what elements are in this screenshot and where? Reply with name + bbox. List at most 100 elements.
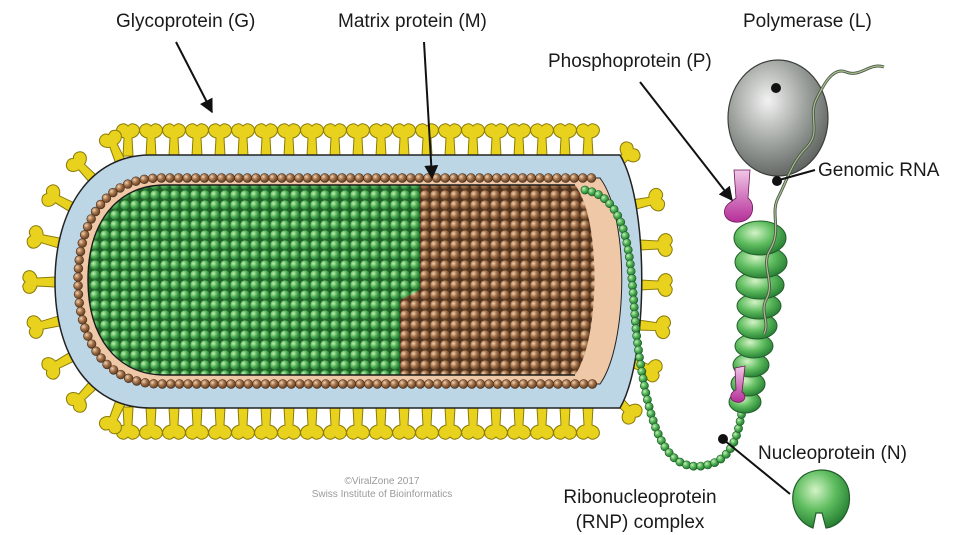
matrix-bead (78, 239, 87, 248)
polymerase-label: Polymerase (L) (743, 11, 872, 32)
matrix-bead (536, 380, 545, 389)
glycoprotein-spike (508, 407, 531, 439)
matrix-bead (303, 174, 312, 183)
matrix-bead (132, 377, 141, 386)
matrix-bead (277, 174, 286, 183)
nucleoprotein-unit (793, 470, 850, 528)
rnp-bead (627, 267, 635, 275)
matrix-bead (295, 174, 304, 183)
matrix-bead (253, 380, 262, 389)
glycoprotein-spike (462, 124, 485, 156)
glycoprotein-spike (163, 124, 186, 156)
matrix-bead (260, 174, 269, 183)
rnp-bead (634, 346, 642, 354)
matrix-bead (459, 380, 468, 389)
matrix-bead (304, 380, 313, 389)
matrix-bead (200, 174, 209, 183)
glycoprotein-spike (232, 124, 255, 156)
glycoprotein-spike (577, 407, 600, 439)
matrix-bead (320, 174, 329, 183)
glycoprotein-spike (485, 407, 508, 439)
matrix-bead (476, 380, 485, 389)
glycoprotein-spike (531, 124, 554, 156)
rnp-bead (639, 375, 647, 383)
genomic-rna-label: Genomic RNA (818, 160, 940, 181)
matrix-bead (74, 264, 83, 273)
matrix-bead (372, 174, 381, 183)
glycoprotein-spike (462, 407, 485, 439)
matrix-bead (78, 315, 87, 324)
matrix-bead (278, 380, 287, 389)
matrix-bead (519, 380, 528, 389)
matrix-bead (571, 380, 580, 389)
glycoprotein-spike (324, 407, 347, 439)
glycoprotein-spike (577, 124, 600, 156)
matrix-bead (243, 174, 252, 183)
glycoprotein-spike (186, 407, 209, 439)
glycoprotein-spike (209, 407, 232, 439)
matrix-bead (183, 174, 192, 183)
matrix-bead (561, 174, 570, 183)
glycoprotein-spike (301, 407, 324, 439)
matrix-bead (433, 380, 442, 389)
matrix-bead (157, 174, 166, 183)
matrix-bead (287, 380, 296, 389)
matrix-bead (579, 380, 588, 389)
matrix-bead (588, 380, 597, 389)
matrix-bead (527, 174, 536, 183)
glycoprotein-arrow (176, 42, 212, 112)
matrix-bead (124, 374, 133, 383)
glycoprotein-spike (370, 407, 393, 439)
glycoprotein-spike (637, 314, 671, 340)
matrix-bead (217, 174, 226, 183)
virion (23, 124, 673, 440)
nucleocapsid-core (80, 180, 600, 380)
glycoprotein-spike (416, 407, 439, 439)
matrix-bead (76, 307, 85, 316)
glycoprotein-spike (508, 124, 531, 156)
rnp-label-line1: Ribonucleoprotein (563, 487, 716, 508)
matrix-bead (175, 380, 184, 389)
matrix-bead (74, 290, 83, 299)
matrix-bead (116, 370, 125, 379)
polymerase-dot (771, 83, 781, 93)
matrix-bead (425, 380, 434, 389)
matrix-protein-label: Matrix protein (M) (338, 11, 487, 32)
glycoprotein-spike (554, 407, 577, 439)
matrix-bead (528, 380, 537, 389)
matrix-bead (381, 174, 390, 183)
matrix-bead (339, 380, 348, 389)
matrix-bead (87, 215, 96, 224)
glycoprotein-spike (255, 124, 278, 156)
glycoprotein-spike (278, 124, 301, 156)
glycoprotein-spike (554, 124, 577, 156)
matrix-bead (166, 174, 175, 183)
matrix-bead (218, 380, 227, 389)
matrix-bead (83, 222, 92, 231)
matrix-bead (347, 380, 356, 389)
matrix-bead (518, 174, 527, 183)
matrix-bead (382, 380, 391, 389)
matrix-bead (553, 174, 562, 183)
matrix-bead (545, 380, 554, 389)
glycoprotein-spike (163, 407, 186, 439)
matrix-bead (450, 380, 459, 389)
matrix-bead (363, 174, 372, 183)
matrix-bead (570, 174, 579, 183)
matrix-bead (364, 380, 373, 389)
glycoprotein-spike (347, 124, 370, 156)
glycoprotein-spike (209, 124, 232, 156)
glycoprotein-spike (278, 407, 301, 439)
glycoprotein-spike (439, 407, 462, 439)
matrix-bead (132, 177, 141, 186)
matrix-bead (432, 174, 441, 183)
matrix-bead (399, 380, 408, 389)
matrix-bead (578, 174, 587, 183)
matrix-bead (174, 174, 183, 183)
genomic-rna-dot (772, 176, 782, 186)
matrix-bead (407, 380, 416, 389)
matrix-bead (416, 380, 425, 389)
glycoprotein-spike (416, 124, 439, 156)
rnp-bead (626, 260, 634, 268)
matrix-bead (76, 247, 85, 256)
